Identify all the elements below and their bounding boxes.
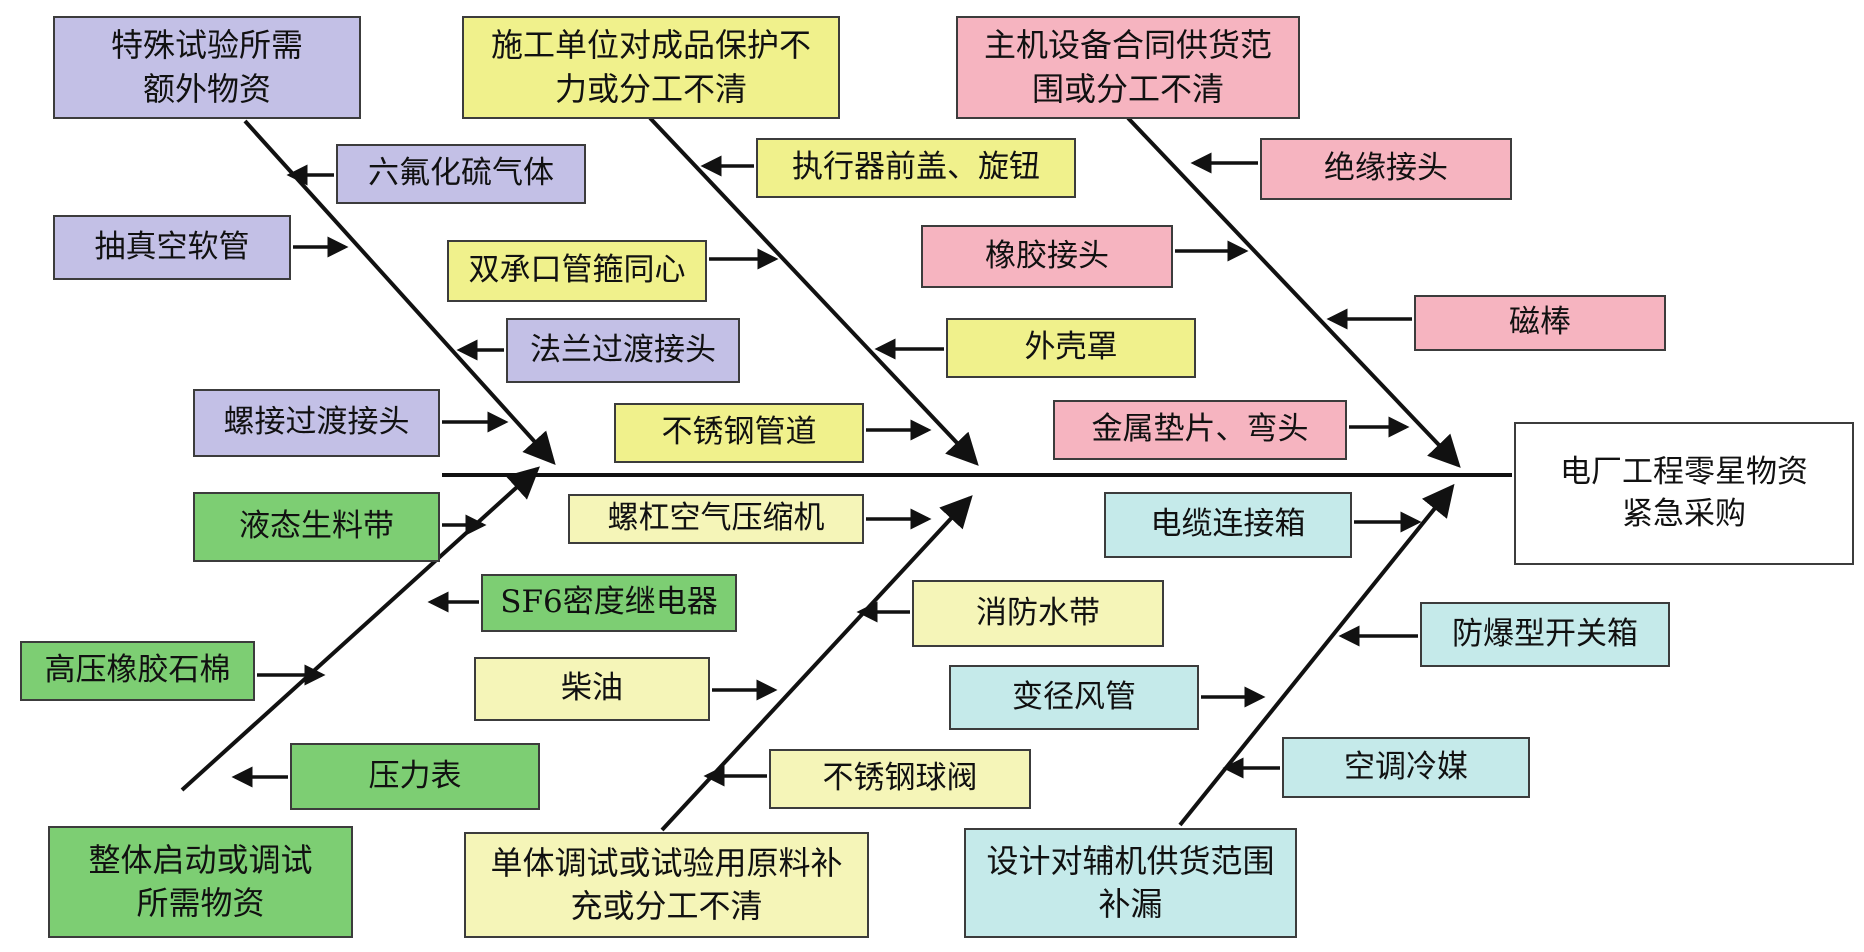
cause-pressure-gauge: 压力表	[290, 743, 540, 810]
cause-double-socket-coupling: 双承口管箍同心	[447, 240, 707, 302]
cause-insulating-joint: 绝缘接头	[1260, 138, 1512, 200]
bone-main-equipment	[1126, 116, 1461, 468]
cause-reducer-duct: 变径风管	[949, 665, 1199, 730]
cause-explosion-proof-switch: 防爆型开关箱	[1420, 602, 1670, 667]
cause-cable-junction-box: 电缆连接箱	[1104, 492, 1352, 558]
cause-sf6-density-relay: SF6密度继电器	[481, 574, 737, 632]
cause-ac-refrigerant: 空调冷媒	[1282, 737, 1530, 798]
cause-diesel: 柴油	[474, 657, 710, 721]
category-special-test-materials: 特殊试验所需 额外物资	[53, 16, 361, 119]
cause-vacuum-hose: 抽真空软管	[53, 215, 291, 280]
category-auxiliary-scope: 设计对辅机供货范围 补漏	[964, 828, 1297, 938]
cause-rubber-joint: 橡胶接头	[921, 225, 1173, 288]
cause-actuator-cover-knob: 执行器前盖、旋钮	[756, 138, 1076, 198]
cause-stainless-ball-valve: 不锈钢球阀	[769, 749, 1031, 809]
category-main-equipment-scope: 主机设备合同供货范 围或分工不清	[956, 16, 1300, 119]
cause-stainless-pipe: 不锈钢管道	[614, 403, 864, 463]
cause-liquid-ptfe-tape: 液态生料带	[193, 492, 440, 562]
category-product-protection: 施工单位对成品保护不 力或分工不清	[462, 16, 840, 119]
cause-housing-cover: 外壳罩	[946, 318, 1196, 378]
effect-box: 电厂工程零星物资 紧急采购	[1514, 422, 1854, 565]
cause-sf6-gas: 六氟化硫气体	[336, 144, 586, 204]
cause-screw-air-compressor: 螺杠空气压缩机	[568, 494, 864, 544]
cause-fire-hose: 消防水带	[912, 580, 1164, 647]
category-startup-materials: 整体启动或调试 所需物资	[48, 826, 353, 938]
cause-metal-gasket-elbow: 金属垫片、弯头	[1053, 400, 1347, 460]
cause-threaded-adapter: 螺接过渡接头	[193, 389, 440, 457]
category-single-test-materials: 单体调试或试验用原料补 充或分工不清	[464, 832, 869, 938]
cause-magnetic-rod: 磁棒	[1414, 295, 1666, 351]
cause-flange-adapter: 法兰过渡接头	[506, 318, 740, 383]
cause-hp-rubber-asbestos: 高压橡胶石棉	[20, 641, 255, 701]
